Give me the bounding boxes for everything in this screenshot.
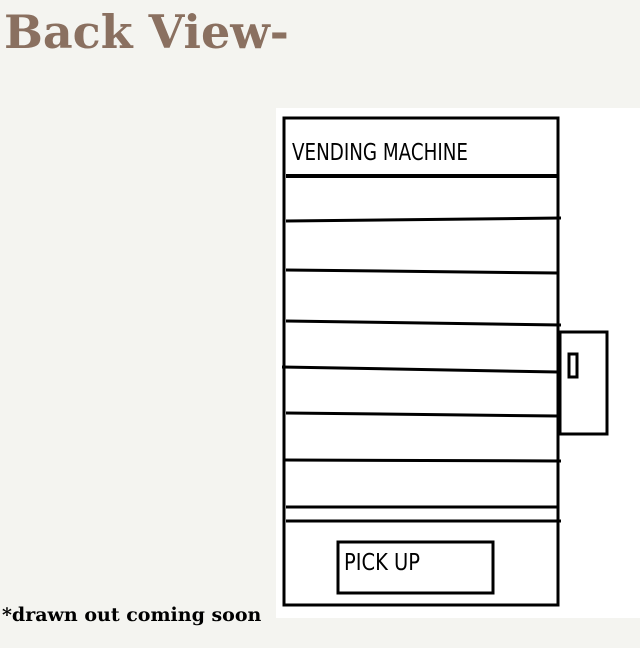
shelf-line <box>285 319 562 327</box>
shelf-line <box>285 411 559 418</box>
shelf-line <box>281 365 559 374</box>
side-panel <box>558 330 609 436</box>
shelf-line <box>285 216 562 223</box>
footnote: *drawn out coming soon <box>2 604 262 626</box>
shelf-line <box>285 268 559 275</box>
shelf-line <box>283 458 562 463</box>
page-title: Back View- <box>4 5 289 59</box>
coin-slot-icon <box>567 352 579 379</box>
pickup-box <box>336 540 495 595</box>
machine-body <box>282 116 560 607</box>
pickup-label: PICK UP <box>344 550 420 576</box>
machine-label: VENDING MACHINE <box>292 140 468 166</box>
